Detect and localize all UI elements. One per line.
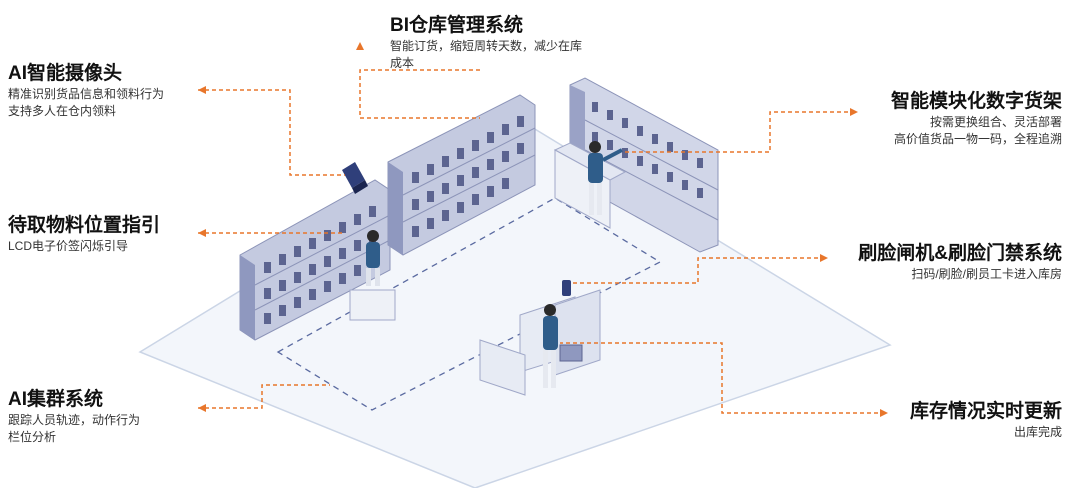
face-gate-desc-line-1: 扫码/刷脸/刷员工卡进入库房: [911, 267, 1062, 281]
callout-ai-camera: AI智能摄像头 精准识别货品信息和领料行为 支持多人在仓内领料: [8, 62, 164, 120]
ai-camera-device: [342, 162, 368, 194]
pick-guide-desc-line-1: LCD电子价签闪烁引导: [8, 239, 129, 253]
shelf-right-modular: [553, 77, 719, 253]
ai-camera-title: AI智能摄像头: [8, 63, 123, 84]
ai-cluster-title: AI集群系统: [8, 389, 104, 410]
callout-inventory-update: 库存情况实时更新 出库完成: [910, 400, 1062, 441]
callout-bi-system: BI仓库管理系统 智能订货，缩短周转天数，减少在库 成本: [390, 14, 582, 72]
callout-smart-shelf: 智能模块化数字货架 按需更换组合、灵活部署 高价值货品一物一码，全程追溯: [891, 90, 1062, 148]
connector-inventory: [560, 342, 885, 414]
face-gate-title: 刷脸闸机&刷脸门禁系统: [858, 243, 1062, 264]
ai-cluster-desc-line-2: 栏位分析: [8, 430, 57, 444]
bi-system-desc-line-2: 成本: [390, 56, 415, 70]
ai-camera-desc-line-1: 精准识别货品信息和领料行为: [8, 87, 165, 101]
pick-guide-title: 待取物料位置指引: [8, 215, 161, 236]
connector-arrowheads: [198, 42, 888, 417]
connector-bi: [359, 69, 480, 119]
shelf-middle: [387, 94, 536, 256]
ai-cluster-desc-line-1: 跟踪人员轨迹，动作行为: [8, 413, 141, 427]
smart-shelf-desc-line-1: 按需更换组合、灵活部署: [929, 115, 1062, 129]
callout-pick-guide: 待取物料位置指引 LCD电子价签闪烁引导: [8, 214, 160, 255]
smart-shelf-desc-line-2: 高价值货品一物一码，全程追溯: [893, 132, 1062, 146]
inventory-update-desc-line-1: 出库完成: [1013, 425, 1062, 439]
callout-face-gate: 刷脸闸机&刷脸门禁系统 扫码/刷脸/刷员工卡进入库房: [858, 242, 1062, 283]
callout-ai-cluster: AI集群系统 跟踪人员轨迹，动作行为 栏位分析: [8, 388, 140, 446]
bi-system-desc-line-1: 智能订货，缩短周转天数，减少在库: [390, 39, 583, 53]
connector-camera: [198, 89, 345, 176]
worker-scanning: [588, 141, 623, 215]
connector-cluster: [198, 384, 330, 409]
worker-picking: [349, 230, 396, 321]
inventory-update-title: 库存情况实时更新: [909, 401, 1062, 422]
connector-shelf: [625, 111, 855, 153]
ai-camera-desc-line-2: 支持多人在仓内领料: [8, 104, 117, 118]
callout-connectors: [198, 69, 885, 414]
smart-shelf-title: 智能模块化数字货架: [890, 91, 1062, 112]
shelf-left: [239, 179, 391, 341]
face-gate: [479, 280, 601, 396]
walking-path: [276, 197, 662, 411]
connector-gate: [570, 257, 825, 284]
bi-system-title: BI仓库管理系统: [390, 15, 524, 36]
